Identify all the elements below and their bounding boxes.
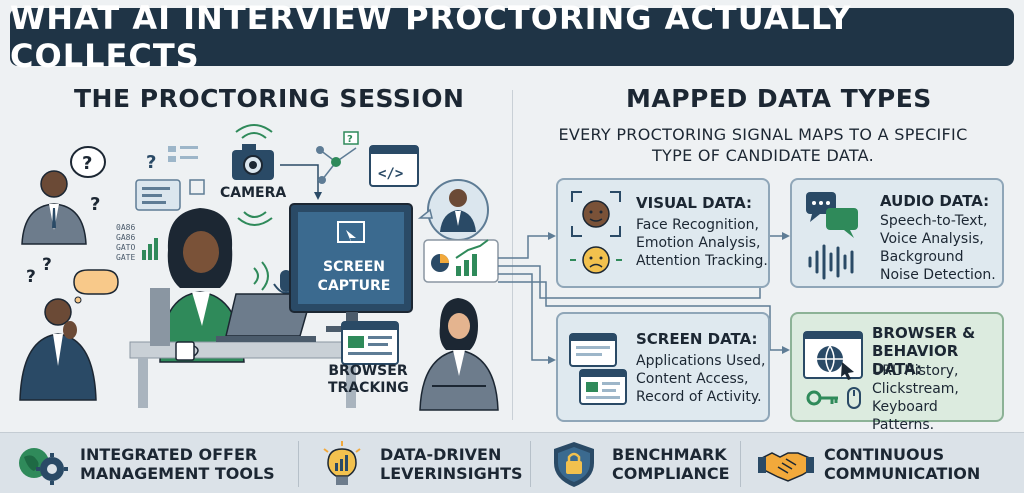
footer-separator (298, 441, 299, 487)
footer-bar: INTEGRATED OFFER MANAGEMENT TOOLS DATA-D… (0, 432, 1024, 493)
speech-waveform-icon (806, 192, 858, 280)
card-browser-line: Keyboard Patterns. (872, 399, 938, 433)
camera-label: CAMERA (220, 185, 287, 201)
section-divider (512, 90, 513, 420)
card-audio-line: Voice Analysis, (880, 231, 984, 247)
candidate-top-left: ? ? (21, 146, 106, 245)
footer-line: CONTINUOUS (824, 444, 945, 464)
proctoring-scene: ? ? ? ? ? (0, 80, 512, 430)
card-visual-data: VISUAL DATA: Face Recognition, Emotion A… (556, 178, 770, 288)
card-audio-line: Background (880, 249, 964, 265)
noise-text-2: GATO (116, 243, 135, 252)
title-bar: WHAT AI INTERVIEW PROCTORING ACTUALLY CO… (10, 0, 1014, 75)
footer-line: INTEGRATED OFFER (80, 444, 258, 464)
svg-text:?: ? (42, 255, 52, 275)
footer-item-offer-management: INTEGRATED OFFER MANAGEMENT TOOLS (14, 433, 275, 493)
card-screen-body: Applications Used, Content Access, Recor… (636, 352, 765, 406)
card-screen-line: Content Access, (636, 371, 749, 387)
footer-separator (740, 441, 741, 487)
card-visual-line: Attention Tracking. (636, 253, 768, 269)
coffee-cup-icon (175, 341, 199, 361)
card-visual-title: VISUAL DATA: (636, 194, 752, 212)
screen-windows-icon (569, 333, 627, 405)
card-browser-behavior-data: BROWSER & BEHAVIOR DATA: URL History, Cl… (790, 312, 1004, 433)
right-section-subtitle: EVERY PROCTORING SIGNAL MAPS TO A SPECIF… (558, 125, 968, 165)
card-audio-line: Speech-to-Text, (880, 213, 988, 229)
svg-text:</>: </> (378, 166, 403, 182)
interviewer-avatar (417, 179, 489, 241)
card-audio-body: Speech-to-Text, Voice Analysis, Backgrou… (880, 212, 996, 284)
svg-text:?: ? (347, 134, 353, 145)
scene-illustration: ? ? ? ? ? (19, 124, 499, 411)
svg-text:?: ? (146, 152, 156, 173)
footer-item-benchmark: BENCHMARK COMPLIANCE (546, 433, 730, 493)
card-browser-line: URL History, (872, 363, 959, 379)
candidate-bottom-left: ? ? (19, 255, 119, 401)
svg-text:?: ? (82, 153, 92, 174)
footer-item-data-driven: DATA-DRIVEN LEVERINSIGHTS (314, 433, 523, 493)
observer-woman (419, 298, 499, 411)
analytics-chart-icon (423, 239, 499, 283)
screen-capture-label: SCREEN CAPTURE (317, 259, 391, 294)
card-browser-line: Clickstream, (872, 381, 959, 397)
card-browser-title: BROWSER & BEHAVIOR DATA: (872, 324, 1002, 378)
globe-gear-icon (19, 447, 68, 485)
card-screen-data: SCREEN DATA: Applications Used, Content … (556, 312, 770, 422)
footer-line: LEVERINSIGHTS (380, 463, 523, 483)
card-visual-line: Face Recognition, (636, 217, 759, 233)
card-audio-line: Noise Detection. (880, 267, 996, 283)
handshake-icon (758, 451, 814, 482)
footer-line: COMMUNICATION (824, 463, 981, 483)
noise-text-1: GA86 (116, 233, 135, 242)
card-browser-title-line: BEHAVIOR DATA: (872, 342, 959, 378)
monitor-screen-capture (289, 203, 413, 332)
card-browser-body: URL History, Clickstream, Keyboard Patte… (872, 362, 1002, 434)
floating-data-icons: ? 0A86 GA86 GATO GATE (116, 146, 205, 262)
footer-text-benchmark: BENCHMARK COMPLIANCE (612, 445, 730, 483)
card-visual-body: Face Recognition, Emotion Analysis, Atte… (636, 216, 768, 270)
footer-text-data-driven: DATA-DRIVEN LEVERINSIGHTS (380, 445, 523, 483)
card-screen-line: Record of Activity. (636, 389, 762, 405)
lightbulb-chart-icon (323, 440, 361, 485)
face-recognition-icon (570, 191, 622, 274)
footer-line: DATA-DRIVEN (380, 444, 502, 464)
card-screen-line: Applications Used, (636, 353, 766, 369)
noise-text-0: 0A86 (116, 223, 135, 232)
code-window-icon: </> (369, 145, 419, 187)
footer-line: MANAGEMENT TOOLS (80, 463, 275, 483)
right-section-heading: MAPPED DATA TYPES (626, 84, 932, 113)
camera-icon (232, 124, 322, 226)
noise-text-3: GATE (116, 253, 135, 262)
browser-tracking-label: BROWSER TRACKING (328, 363, 409, 396)
card-browser-title-line: BROWSER & (872, 324, 976, 342)
globe-cursor-icon (803, 331, 863, 409)
footer-item-continuous-communication: CONTINUOUS COMMUNICATION (758, 433, 980, 493)
footer-text-offer-management: INTEGRATED OFFER MANAGEMENT TOOLS (80, 445, 275, 483)
footer-text-continuous-communication: CONTINUOUS COMMUNICATION (824, 445, 980, 483)
card-audio-data: AUDIO DATA: Speech-to-Text, Voice Analys… (790, 178, 1004, 288)
page-title: WHAT AI INTERVIEW PROCTORING ACTUALLY CO… (10, 0, 852, 75)
browser-window-icon (341, 321, 399, 365)
svg-text:?: ? (26, 267, 36, 287)
shield-lock-icon (554, 441, 594, 487)
network-icon: ? (316, 131, 359, 184)
card-audio-title: AUDIO DATA: (880, 192, 990, 210)
footer-separator (530, 441, 531, 487)
card-screen-title: SCREEN DATA: (636, 330, 758, 348)
footer-line: BENCHMARK (612, 444, 727, 464)
card-visual-line: Emotion Analysis, (636, 235, 761, 251)
footer-line: COMPLIANCE (612, 463, 730, 483)
svg-text:?: ? (90, 194, 100, 215)
left-section-heading: THE PROCTORING SESSION (74, 84, 465, 113)
